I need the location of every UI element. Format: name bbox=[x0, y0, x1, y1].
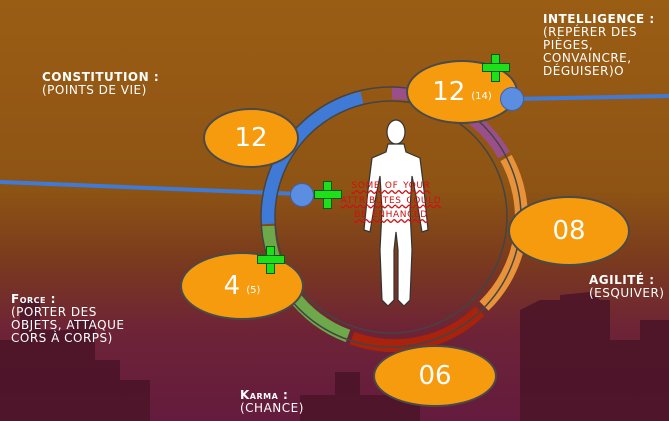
constitution-slider-handle[interactable] bbox=[290, 183, 314, 207]
enhance-hint: some of your attributes could be enhance… bbox=[340, 177, 442, 221]
constitution-plus-icon[interactable] bbox=[314, 181, 342, 209]
karma-desc: (CHANCE) bbox=[240, 401, 304, 415]
karma-value: 06 bbox=[418, 361, 452, 391]
karma-value-bubble[interactable]: 06 bbox=[373, 345, 497, 407]
constitution-value-bubble[interactable]: 12 bbox=[203, 108, 299, 168]
force-plus-icon[interactable] bbox=[257, 246, 285, 274]
karma-label: Karma : (CHANCE) bbox=[240, 389, 304, 415]
constitution-desc: (POINTS DE VIE) bbox=[42, 83, 147, 97]
constitution-title: CONSTITUTION : bbox=[42, 70, 160, 84]
agilite-desc: (ESQUIVER) bbox=[589, 286, 665, 300]
intelligence-title: INTELLIGENCE : bbox=[543, 12, 655, 26]
force-desc: (PORTER DES OBJETS, ATTAQUE CORS À CORPS… bbox=[11, 305, 125, 345]
agilite-title: AGILITÉ : bbox=[589, 273, 655, 287]
intelligence-track bbox=[511, 94, 669, 101]
intelligence-label: INTELLIGENCE : (REPÉRER DES PIÈGES, CONV… bbox=[543, 13, 655, 78]
intelligence-slider-handle[interactable] bbox=[500, 87, 524, 111]
karma-title: Karma : bbox=[240, 388, 289, 402]
force-base-value: (5) bbox=[246, 284, 261, 296]
constitution-track bbox=[0, 180, 301, 196]
agilite-value-bubble[interactable]: 08 bbox=[508, 196, 630, 266]
constitution-value: 12 bbox=[234, 123, 268, 153]
agilite-label: AGILITÉ : (ESQUIVER) bbox=[589, 274, 664, 300]
force-label: Force : (PORTER DES OBJETS, ATTAQUE CORS… bbox=[11, 293, 124, 345]
intelligence-value: 12 bbox=[432, 77, 466, 107]
intelligence-plus-icon[interactable] bbox=[482, 54, 510, 82]
force-value: 4 bbox=[223, 271, 241, 301]
intelligence-base-value: (14) bbox=[471, 90, 492, 102]
intelligence-desc: (REPÉRER DES PIÈGES, CONVAINCRE, DÉGUISE… bbox=[543, 25, 637, 78]
force-value-bubble[interactable]: 4 (5) bbox=[180, 252, 304, 320]
agilite-value: 08 bbox=[552, 216, 586, 246]
force-title: Force : bbox=[11, 292, 56, 306]
constitution-label: CONSTITUTION : (POINTS DE VIE) bbox=[42, 71, 159, 97]
